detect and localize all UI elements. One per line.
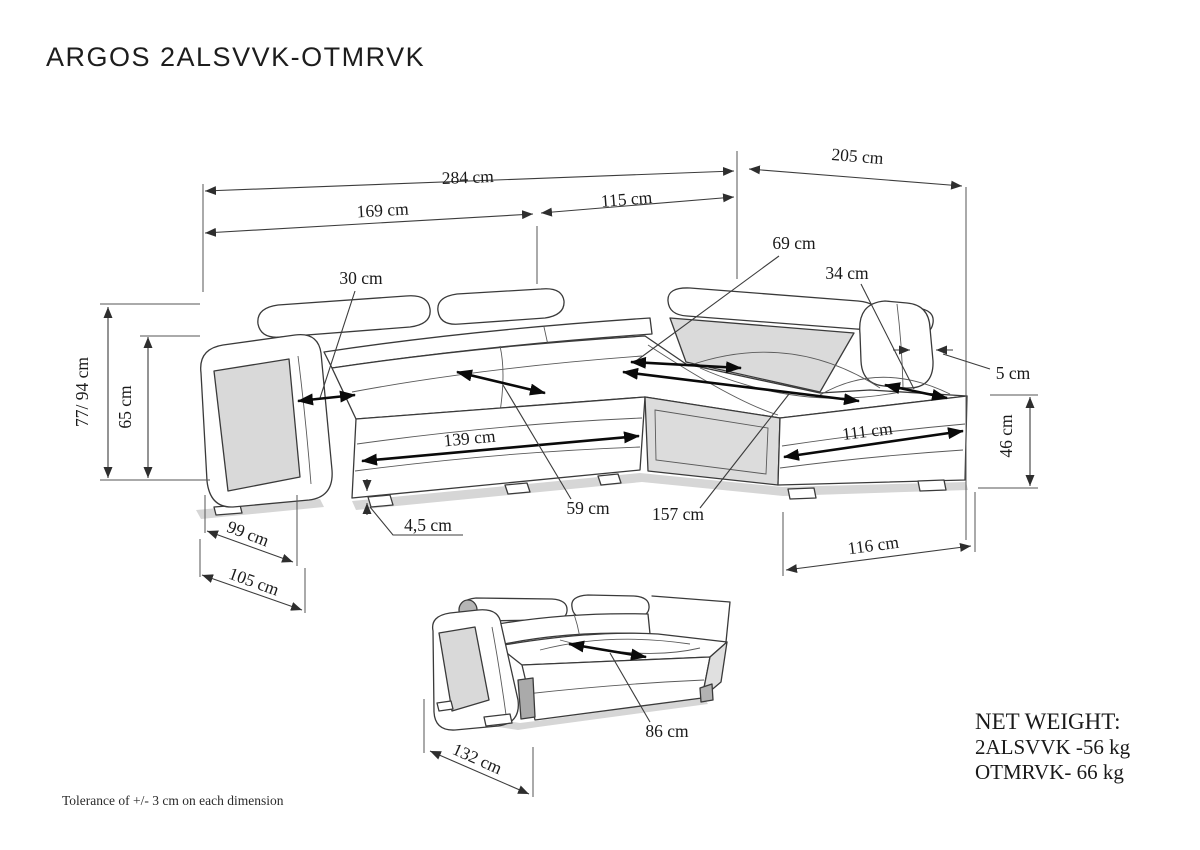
- dim-line: [748, 165, 963, 190]
- leader-line: [699, 393, 790, 509]
- left-armrest-panel: [438, 626, 490, 712]
- dim-label: 139 cm: [443, 426, 497, 451]
- dim-arrow: [622, 367, 860, 406]
- dim-total-side-depth: 105 cm: [199, 539, 306, 613]
- dim-label: 77/ 94 cm: [72, 357, 92, 427]
- dim-seat-height: 46 cm: [978, 394, 1038, 489]
- dim-arrow: [361, 431, 640, 466]
- dim-total-width: 284 cm: [202, 151, 738, 292]
- dim-line: [201, 574, 303, 611]
- dim-label: 69 cm: [772, 233, 816, 253]
- base-notch: [517, 677, 536, 720]
- dim-label: 34 cm: [825, 263, 869, 283]
- dim-arrow: [630, 356, 742, 374]
- seat-seam: [539, 638, 691, 651]
- dim-back-clearance: 5 cm: [893, 345, 1031, 383]
- dim-arrow: [297, 390, 356, 406]
- left-armrest-roll-seam: [491, 626, 508, 723]
- dim-chaise-module-width: 115 cm: [540, 187, 735, 217]
- dim-label: 65 cm: [115, 385, 135, 429]
- dim-label: 284 cm: [441, 166, 494, 188]
- sofa-leg: [787, 487, 817, 500]
- dim-line: [206, 530, 294, 563]
- dim-right-armrest-width: 34 cm: [825, 263, 948, 401]
- left-armrest-roll-seam: [297, 355, 312, 485]
- right-end-foot: [699, 683, 714, 703]
- net-weight-line: 2ALSVVK -56 kg: [975, 735, 1131, 760]
- dim-line: [204, 210, 534, 237]
- back-edge: [651, 595, 731, 643]
- dim-armrest-height: 65 cm: [115, 335, 200, 478]
- leader-line: [319, 290, 356, 399]
- dim-left-armrest-width: 30 cm: [297, 268, 383, 406]
- dim-line: [204, 166, 735, 196]
- dim-label: 30 cm: [339, 268, 383, 288]
- leader-line: [860, 283, 915, 390]
- dim-arrow: [456, 369, 546, 396]
- dim-line: [785, 542, 972, 574]
- sofa-leg: [367, 494, 394, 508]
- dim-left-seat-width: 139 cm: [361, 426, 640, 466]
- sofa-leg: [483, 713, 513, 727]
- left-armrest-panel: [213, 358, 301, 492]
- dim-label: 5 cm: [996, 363, 1031, 383]
- dim-arrow: [783, 427, 964, 461]
- net-weight-block: NET WEIGHT: 2ALSVVK -56 kg OTMRVK- 66 kg: [975, 708, 1130, 785]
- dim-label: 205 cm: [831, 144, 885, 168]
- sofa-leg: [436, 700, 454, 712]
- dim-label: 59 cm: [566, 498, 610, 518]
- dim-label: 4,5 cm: [404, 515, 452, 535]
- main-sofa-drawing: [196, 287, 968, 519]
- dim-line: [540, 193, 735, 217]
- dim-label: 115 cm: [600, 187, 653, 211]
- leader-line: [635, 255, 780, 362]
- dim-total-depth: 205 cm: [748, 144, 967, 540]
- dim-seat-depth: 59 cm: [456, 369, 610, 518]
- dim-label: 157 cm: [652, 504, 704, 524]
- dim-chaise-length: 157 cm: [622, 367, 860, 524]
- dim-arrow: [568, 640, 647, 661]
- dim-line: [429, 750, 530, 795]
- chaise-side-inset: [654, 409, 769, 475]
- right-end-panel: [701, 641, 728, 699]
- dim-leg-height: 4,5 cm: [362, 479, 463, 536]
- dim-label: 46 cm: [996, 414, 1016, 458]
- dim-arrow: [884, 382, 948, 401]
- leader-line: [609, 652, 651, 723]
- net-weight-line: OTMRVK- 66 kg: [975, 759, 1124, 784]
- sofa-bed-drawing: [431, 594, 731, 731]
- dim-label: 169 cm: [356, 199, 409, 222]
- tolerance-note: Tolerance of +/- 3 cm on each dimension: [62, 793, 284, 808]
- floor-shadow: [352, 473, 968, 510]
- dim-chaise-seat-depth: 69 cm: [630, 233, 816, 374]
- dim-height: 77/ 94 cm: [72, 303, 210, 481]
- leader-line: [502, 384, 572, 500]
- dim-label: 116 cm: [846, 532, 900, 559]
- right-armrest: [859, 300, 934, 389]
- dim-bed-seat-depth: 86 cm: [568, 640, 689, 741]
- dim-chaise-side-depth: 116 cm: [782, 492, 976, 576]
- sofa-leg: [917, 479, 947, 492]
- leader-line: [942, 353, 991, 370]
- headrest-pillow: [437, 288, 565, 325]
- sofa-leg: [597, 473, 622, 486]
- page-title: ARGOS 2ALSVVK-OTMRVK: [46, 42, 426, 72]
- dim-label: 105 cm: [226, 563, 282, 600]
- net-weight-heading: NET WEIGHT:: [975, 709, 1121, 734]
- dim-label: 132 cm: [450, 739, 506, 779]
- sofa-leg: [504, 482, 531, 495]
- front-panel-seam: [525, 679, 705, 695]
- headrest-pillow: [257, 295, 431, 338]
- dim-label: 86 cm: [645, 721, 689, 741]
- leader-line: [369, 506, 463, 536]
- dim-left-module-width: 169 cm: [204, 199, 538, 284]
